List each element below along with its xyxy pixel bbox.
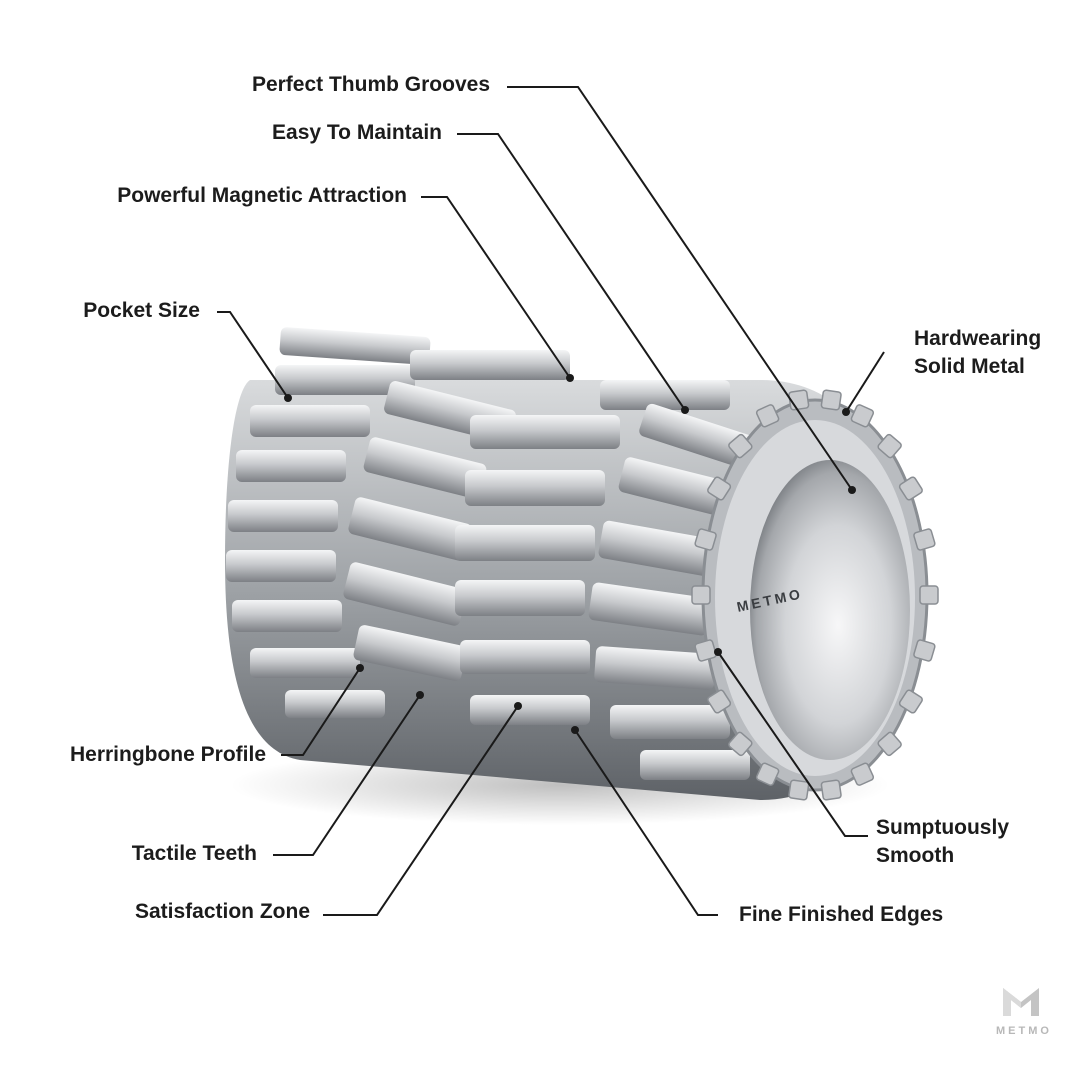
fidget-roller: METMO xyxy=(225,327,939,801)
end-face-tooth xyxy=(694,528,717,551)
end-face-tooth xyxy=(913,528,936,551)
leader-line-tactile-teeth xyxy=(273,694,421,856)
end-face-tooth xyxy=(755,404,780,428)
leader-line-hardwearing xyxy=(845,351,885,413)
gear-tooth xyxy=(250,405,370,437)
gear-tooth xyxy=(343,562,467,626)
gear-tooth xyxy=(250,648,360,678)
end-face: METMO xyxy=(691,389,939,801)
callout-perfect-thumb-grooves: Perfect Thumb Grooves xyxy=(251,73,490,96)
thumb-groove-bowl xyxy=(750,460,910,760)
callout-dot xyxy=(714,648,722,656)
brand-wordmark: METMO xyxy=(996,1025,1052,1037)
gear-tooth xyxy=(610,705,730,739)
end-face-tooth xyxy=(755,762,780,786)
gear-tooth xyxy=(363,437,487,499)
leader-line-fine-finished-edges xyxy=(574,729,718,916)
leader-line-perfect-thumb-grooves xyxy=(507,86,853,491)
end-face-tooth xyxy=(877,731,902,757)
leader-line-easy-to-maintain xyxy=(457,133,686,411)
callout-dot xyxy=(571,726,579,734)
callout-hardwearing-solid-metal: Hardwearing Solid Metal xyxy=(914,325,1041,381)
end-face-tooth xyxy=(877,433,902,459)
callout-dot xyxy=(681,406,689,414)
callout-sumptuously-line1: Sumptuously xyxy=(876,816,1010,839)
leader-line-sumptuously-smooth xyxy=(717,651,868,837)
callout-dot xyxy=(356,664,364,672)
gear-tooth xyxy=(588,582,712,636)
callout-dots xyxy=(284,374,856,734)
gear-tooth xyxy=(228,500,338,532)
gear-tooth xyxy=(348,497,472,561)
leader-line-herringbone-profile xyxy=(281,667,361,756)
callout-herringbone-profile: Herringbone Profile xyxy=(69,743,266,766)
callout-dot xyxy=(514,702,522,710)
gear-tooth xyxy=(460,640,590,674)
callout-fine-finished-edges: Fine Finished Edges xyxy=(739,903,944,926)
end-face-tooth xyxy=(728,731,753,757)
callout-tactile-teeth: Tactile Teeth xyxy=(131,842,257,865)
end-face-tooth xyxy=(691,585,711,605)
gear-tooth xyxy=(232,600,342,632)
gear-tooth xyxy=(640,750,750,780)
end-face-tooth xyxy=(820,779,842,801)
end-face-tooth xyxy=(694,639,717,662)
gear-tooth xyxy=(618,457,742,519)
callout-powerful-magnetic-attraction: Powerful Magnetic Attraction xyxy=(117,184,407,207)
brand-logo: METMO xyxy=(996,986,1052,1037)
callout-easy-to-maintain: Easy To Maintain xyxy=(272,121,442,144)
gear-tooth xyxy=(600,380,730,410)
end-face-tooth xyxy=(728,433,753,459)
end-face-tooth xyxy=(913,639,936,662)
callout-hardwearing-line1: Hardwearing xyxy=(914,327,1042,350)
end-face-tooth xyxy=(788,779,810,801)
gear-tooth xyxy=(465,470,605,506)
callout-sumptuously-line2: Smooth xyxy=(876,844,955,867)
end-face-tooth xyxy=(707,689,732,714)
callout-pocket-size: Pocket Size xyxy=(83,299,200,322)
callout-dot xyxy=(416,691,424,699)
gear-tooth xyxy=(275,365,415,395)
leader-line-powerful-magnetic-attraction xyxy=(421,196,571,379)
callout-sumptuously-smooth: Sumptuously Smooth xyxy=(876,814,1009,870)
leader-line-pocket-size xyxy=(217,311,289,399)
leader-line-satisfaction-zone xyxy=(323,705,519,916)
gear-tooth xyxy=(470,415,620,449)
gear-tooth xyxy=(226,550,336,582)
end-face-teeth xyxy=(691,389,939,801)
callout-hardwearing-line2: Solid Metal xyxy=(914,355,1025,378)
gear-tooth xyxy=(236,450,346,482)
gear-tooth xyxy=(470,695,590,725)
right-gear-section xyxy=(588,380,761,780)
gear-tooth xyxy=(279,327,431,365)
callout-dot xyxy=(284,394,292,402)
gear-tooth xyxy=(353,625,467,681)
end-face-tooth xyxy=(850,762,875,786)
end-face-tooth xyxy=(898,689,923,714)
callout-satisfaction-zone: Satisfaction Zone xyxy=(134,900,310,923)
end-face-tooth xyxy=(820,389,842,411)
gear-tooth xyxy=(410,350,570,380)
callout-dot xyxy=(842,408,850,416)
end-face-tooth xyxy=(707,476,732,501)
middle-gear-section xyxy=(343,350,620,725)
gear-tooth xyxy=(455,525,595,561)
gear-tooth xyxy=(639,403,761,471)
metmo-m-logo-icon xyxy=(1003,988,1039,1016)
gear-tooth xyxy=(598,520,722,578)
end-face-tooth xyxy=(919,585,939,605)
callout-lines xyxy=(217,86,885,916)
callout-dot xyxy=(566,374,574,382)
callout-dot xyxy=(848,486,856,494)
gear-tooth xyxy=(285,690,385,718)
end-face-tooth xyxy=(850,404,875,428)
end-face-tooth xyxy=(898,476,923,501)
gear-tooth xyxy=(455,580,585,616)
left-gear-section xyxy=(226,327,431,718)
gear-tooth xyxy=(594,646,716,690)
